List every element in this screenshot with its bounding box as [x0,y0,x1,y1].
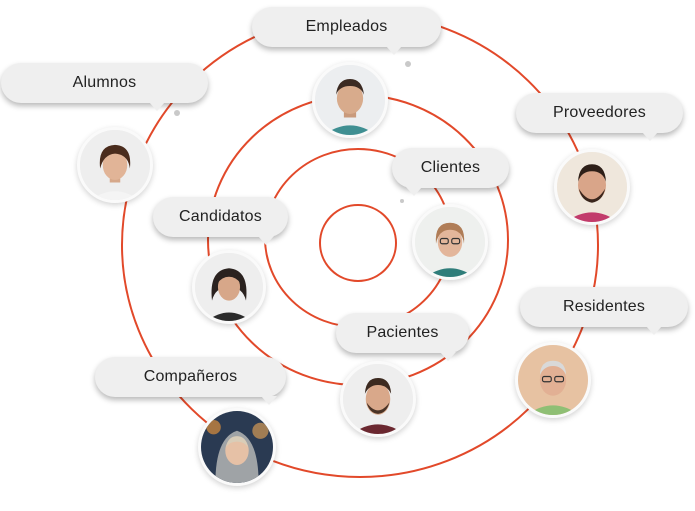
bubble-dot [174,110,180,116]
person-icon [315,65,385,135]
avatar-clientes [412,204,488,280]
person-icon [195,253,263,321]
label-empleados: Empleados [252,7,441,55]
label-proveedores-text: Proveedores [553,104,646,121]
label-empleados-text: Empleados [305,18,388,35]
avatar-residentes [515,342,591,418]
label-pacientes: Pacientes [336,313,469,361]
label-proveedores: Proveedores [516,93,683,141]
avatar-empleados [312,62,388,138]
ring-center [319,204,397,282]
avatar-companeros [198,408,276,486]
label-residentes: Residentes [520,287,688,335]
person-icon [518,345,588,415]
label-companeros: Compañeros [95,357,286,405]
avatar-candidatos [192,250,266,324]
avatar-pacientes [340,361,416,437]
avatar-proveedores [554,149,630,225]
label-alumnos: Alumnos [1,63,208,111]
label-candidatos-text: Candidatos [179,208,262,225]
bubble-dot [405,61,411,67]
label-alumnos-text: Alumnos [72,74,137,91]
bubble-dot [400,199,404,203]
person-icon [343,364,413,434]
person-icon [557,152,627,222]
label-clientes-text: Clientes [420,159,481,176]
person-icon [201,411,273,483]
label-companeros-text: Compañeros [143,368,238,385]
label-candidatos: Candidatos [153,197,288,245]
avatar-alumnos [77,127,153,203]
label-clientes: Clientes [392,148,509,196]
person-icon [415,207,485,277]
label-residentes-text: Residentes [562,298,646,315]
label-pacientes-text: Pacientes [366,324,439,341]
person-icon [80,130,150,200]
